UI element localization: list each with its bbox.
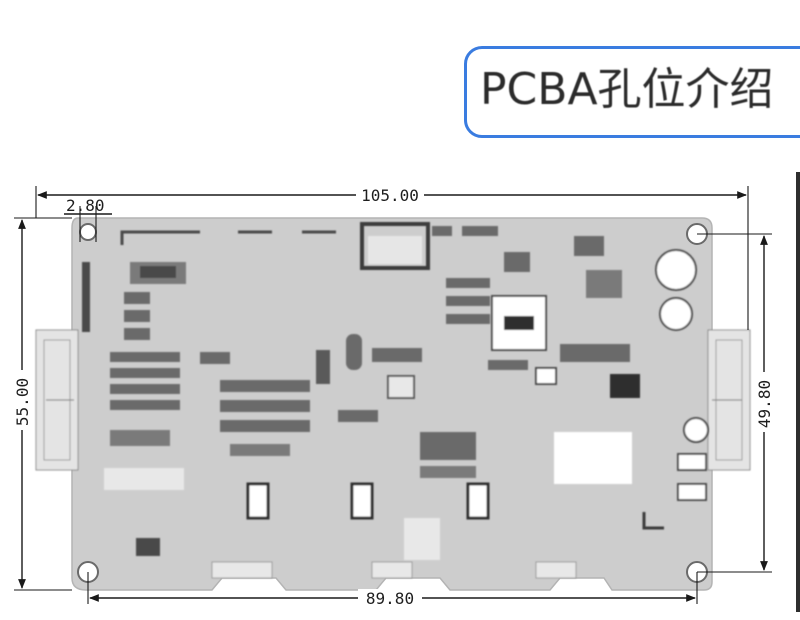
- left-connector: [35, 329, 79, 471]
- dimension-hole-spacing-horizontal: 89.80: [87, 572, 698, 608]
- dimension-overall-height: 55.00: [13, 217, 72, 591]
- pcb-components: [82, 222, 709, 579]
- dimension-hole-spacing-vertical: 49.80: [697, 233, 774, 573]
- dimension-overall-width: 105.00: [35, 186, 749, 330]
- dim-label-overall-width: 105.00: [361, 186, 419, 205]
- title-frame: [464, 46, 800, 138]
- dimension-hole-to-edge: 2.80: [64, 196, 112, 242]
- dim-label-hole-spacing-vertical: 49.80: [755, 380, 774, 428]
- right-edge-strip: [796, 172, 800, 612]
- right-connector: [707, 329, 751, 471]
- dim-label-hole-spacing-horizontal: 89.80: [366, 589, 414, 608]
- dim-label-hole-to-edge: 2.80: [66, 196, 105, 215]
- dim-label-overall-height: 55.00: [13, 378, 32, 426]
- mounting-hole-top-left: [79, 223, 97, 241]
- page-title: PCBA孔位介绍: [480, 64, 774, 115]
- pcb-board: [71, 217, 713, 591]
